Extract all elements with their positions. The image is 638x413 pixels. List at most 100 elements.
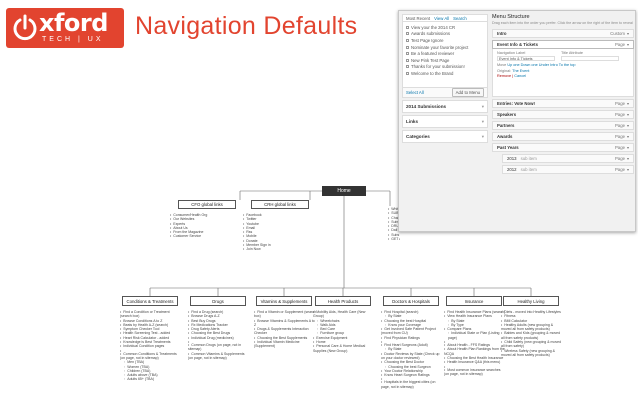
wp-menu-item-label: 2012 <box>507 167 517 172</box>
sitemap-list-item: Adults 65+ (TBA) <box>120 377 182 381</box>
wp-tab-view-all[interactable]: View All <box>434 15 450 21</box>
wp-page-option-label: New Pink Test Page <box>411 57 450 63</box>
checkbox-icon[interactable] <box>406 65 409 69</box>
wp-page-option[interactable]: Test Page Ignore <box>406 37 484 44</box>
sitemap-list-item: Youtube <box>243 222 313 226</box>
sitemap-list-item: Find a Drug (search) <box>188 310 250 314</box>
sitemap-list-item: Individual State or Plan (Listing page) <box>444 331 506 340</box>
wp-accordion-label: Categories <box>406 134 430 139</box>
checkbox-icon[interactable] <box>406 25 409 29</box>
sitemap-list-item: Find a Vitamin or Supplement (search box… <box>254 310 316 319</box>
wp-menu-item-label: Intro <box>497 31 507 36</box>
wp-menu-item-type: Page <box>615 167 629 172</box>
sitemap-list-item: Email <box>243 226 313 230</box>
wp-page-option[interactable]: View your the 2014 CR <box>406 24 484 31</box>
wp-menu-item-type: Custom <box>610 31 629 36</box>
sitemap-list-item: Our Websites <box>170 217 240 221</box>
sitemap-list-item: Compare Plans <box>444 327 506 331</box>
wp-accordion-1[interactable]: Links▾ <box>402 115 488 128</box>
wp-select-all-link[interactable]: Select All <box>406 90 424 95</box>
sitemap-list-item: Donate <box>243 239 313 243</box>
wp-nav-label-input[interactable]: Event Info & Tickets <box>497 56 555 61</box>
checkbox-icon[interactable] <box>406 45 409 49</box>
checkbox-icon[interactable] <box>406 58 409 62</box>
wp-menu-item[interactable]: Intro Custom <box>492 29 634 38</box>
sitemap-list-item: Facebook <box>243 213 313 217</box>
sitemap-list-item: Choosing the Best Health Insurance <box>444 356 506 360</box>
wp-accordion-label: 2014 Submissions <box>406 104 447 109</box>
sitemap-bullet-list: Find a Condition or Treatment (search bo… <box>120 310 182 382</box>
wp-page-option[interactable]: Welcome to the Brand <box>406 70 484 77</box>
wp-remove-link[interactable]: Remove <box>497 74 512 78</box>
wp-cancel-link[interactable]: Cancel <box>514 74 527 78</box>
wp-page-option-label: Nominate your favorite project <box>411 44 469 50</box>
sitemap-bullet-list: Find a Drug (search)Browse Drugs A-ZBest… <box>188 310 250 360</box>
sitemap-list-item: Find a Condition or Treatment (search bo… <box>120 310 182 319</box>
sitemap-list-item: Find Physician Ratings <box>381 336 443 340</box>
wp-move-links[interactable]: Up one Down one Under Intro To the top <box>507 63 576 67</box>
sitemap-list-item: Choosing the Best Doctor <box>381 360 443 364</box>
sitemap-list-item: Get Involved Safe Patient Project (moved… <box>381 327 443 336</box>
sitemap-list-item: Your Doctor Relationship <box>381 369 443 373</box>
sitemap-list-item: Personal Care & Home Medical Supplies (N… <box>313 344 375 353</box>
sitemap-tier1-node: CRH global links <box>251 200 309 209</box>
checkbox-icon[interactable] <box>406 71 409 75</box>
wp-title-attr-label: Title Attribute <box>561 51 584 55</box>
sitemap-list-item: Member Sign in <box>243 243 313 247</box>
chevron-down-icon: ▾ <box>481 118 484 124</box>
wp-page-option[interactable]: New Pink Test Page <box>406 57 484 64</box>
sitemap-list-item: Individual Vitamin Medicine (Supplement) <box>254 340 316 349</box>
wp-accordion-0[interactable]: 2014 Submissions▾ <box>402 100 488 113</box>
wp-accordion-2[interactable]: Categories▾ <box>402 130 488 143</box>
wp-menu-item[interactable]: Entries: Vote Now!Page <box>492 99 634 108</box>
sitemap-list-item: Choosing the best Hospital <box>381 319 443 323</box>
wp-title-attr-input[interactable] <box>561 56 619 61</box>
sitemap-list-item: GET A <box>388 237 400 241</box>
wp-menu-item-type: Page <box>615 123 629 128</box>
sitemap-list-item: Twitter <box>243 217 313 221</box>
wp-page-option[interactable]: Be a featured reviewer <box>406 50 484 57</box>
wp-page-option[interactable]: Nominate your favorite project <box>406 44 484 51</box>
wp-menu-item-label: Speakers <box>497 112 517 117</box>
sitemap-list-item: Rx Medications Tracker <box>188 323 250 327</box>
checkbox-icon[interactable] <box>406 32 409 36</box>
wp-original-link[interactable]: The Event <box>512 69 530 73</box>
sitemap-list-item: SUBS <box>388 211 400 215</box>
sitemap-list-item: Know your Coverage <box>381 323 443 327</box>
sitemap-list-item: DRUG <box>388 224 400 228</box>
sitemap-bullet-list: Find Health Insurance Plans (search)View… <box>444 310 506 376</box>
wp-tab-search[interactable]: Search <box>453 15 467 21</box>
sitemap-list-item: Browse Drugs A-Z <box>188 314 250 318</box>
wp-menu-item-type: Page <box>615 42 629 47</box>
wp-add-to-menu-button[interactable]: Add to Menu <box>451 88 484 97</box>
wp-menu-structure: Menu Structure Drag each item into the o… <box>492 14 634 174</box>
sitemap-list-item: Health Screening Test - added <box>120 331 182 335</box>
sitemap-list-item: About Health - FFS Ratings <box>444 343 506 347</box>
sitemap-list-item: Choosing the Best Drugs <box>188 331 250 335</box>
sitemap-list-item: Children (TBA) <box>120 369 182 373</box>
wp-pages-tabs: Most Recent View All Search <box>402 14 488 22</box>
checkbox-icon[interactable] <box>406 38 409 42</box>
wp-nav-label-label: Navigation Label <box>497 51 526 55</box>
wp-tab-most-recent[interactable]: Most Recent <box>406 15 431 21</box>
sitemap-list-item: Whit <box>388 207 400 211</box>
sitemap-list-item: Bed Care <box>313 327 375 331</box>
sitemap-list-item: About Us <box>170 226 240 230</box>
sitemap-list-item: Fitness <box>501 314 563 318</box>
wp-menu-item-type: Page <box>615 156 629 161</box>
sitemap-list-item: Find Health Insurance Plans (search) <box>444 310 506 314</box>
wp-page-option[interactable]: Awards submissions <box>406 31 484 38</box>
wp-original-label: Original: <box>497 69 512 73</box>
checkbox-icon[interactable] <box>406 52 409 56</box>
logo-wordmark: xford <box>39 9 108 37</box>
wp-page-option-label: Thanks for your submission! <box>411 64 465 70</box>
wp-page-option[interactable]: Thanks for your submission! <box>406 64 484 71</box>
